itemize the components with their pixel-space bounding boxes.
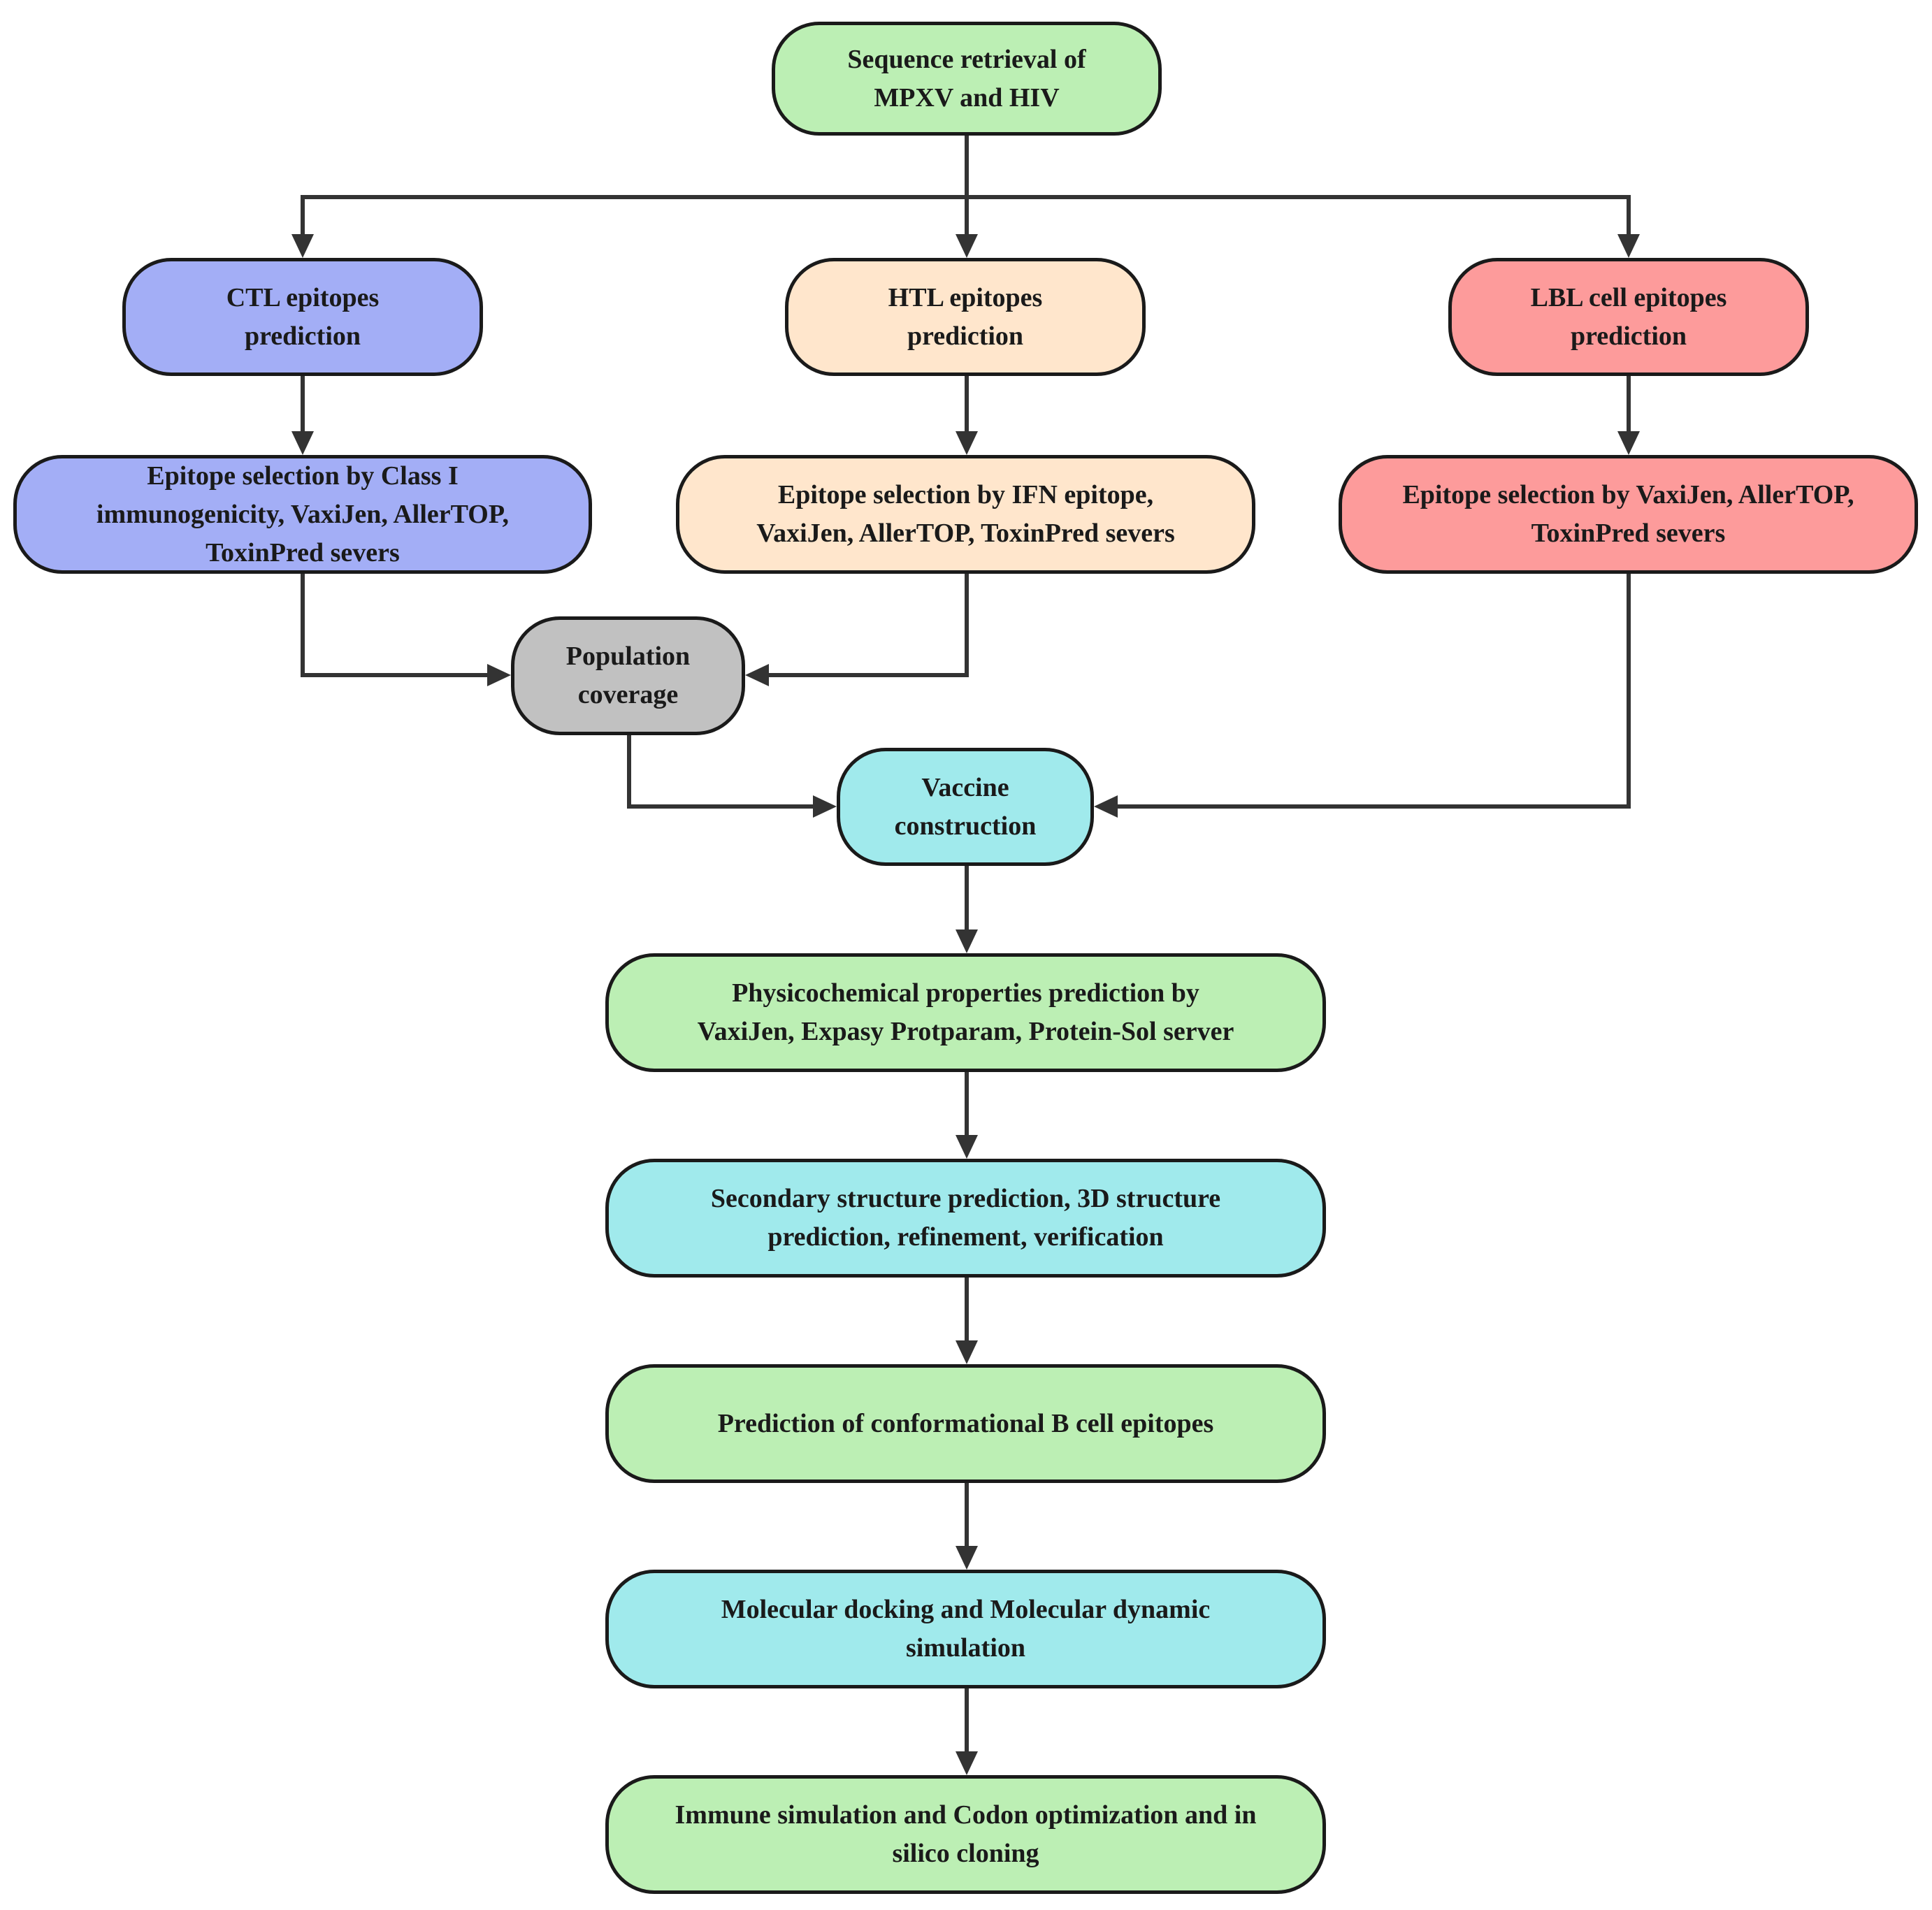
node-molecular-docking: Molecular docking and Molecular dynamic s…: [605, 1570, 1326, 1688]
arrow-structure-prediction-to-b-cell-epitopes: [956, 1278, 978, 1364]
arrowhead-icon: [745, 664, 769, 686]
node-label-line: Population: [565, 642, 691, 671]
node-label-line: CTL epitopes: [226, 282, 380, 312]
arrowhead-icon: [1094, 795, 1118, 818]
node-b-cell-epitopes: Prediction of conformational B cell epit…: [605, 1364, 1326, 1483]
arrow-sequence-retrieval-to-ctl-prediction: [291, 136, 969, 258]
node-ctl-prediction: CTL epitopes prediction: [122, 258, 483, 376]
arrowhead-icon: [956, 1135, 978, 1159]
node-structure-prediction: Secondary structure prediction, 3D struc…: [605, 1159, 1326, 1278]
arrowhead-icon: [956, 431, 978, 455]
arrowhead-icon: [1617, 431, 1640, 455]
arrow-htl-prediction-to-htl-selection: [956, 376, 978, 455]
node-label-line: prediction: [907, 321, 1024, 351]
arrow-docking-to-immune-simulation: [956, 1688, 978, 1775]
connector-line: [301, 574, 487, 677]
arrowhead-icon: [956, 1340, 978, 1364]
arrow-vaccine-construction-to-physicochemical: [956, 866, 978, 953]
arrowhead-icon: [956, 929, 978, 953]
arrow-lbl-prediction-to-lbl-selection: [1617, 376, 1640, 455]
node-sequence-retrieval: Sequence retrieval of MPXV and HIV: [772, 22, 1162, 136]
node-label-line: MPXV and HIV: [874, 82, 1060, 113]
node-label-line: Secondary structure prediction, 3D struc…: [710, 1184, 1221, 1213]
arrowhead-icon: [1617, 234, 1640, 258]
node-label-line: Prediction of conformational B cell epit…: [717, 1408, 1214, 1438]
arrow-htl-selection-to-population-coverage: [745, 574, 969, 686]
node-label-line: ToxinPred severs: [206, 537, 400, 567]
arrowhead-icon: [291, 431, 314, 455]
node-label-line: LBL cell epitopes: [1530, 282, 1727, 312]
arrow-ctl-selection-to-population-coverage: [301, 574, 511, 686]
node-physicochemical-properties: Physicochemical properties prediction by…: [605, 953, 1326, 1072]
arrow-b-cell-epitopes-to-docking: [956, 1483, 978, 1570]
node-htl-selection: Epitope selection by IFN epitope, VaxiJen…: [676, 455, 1255, 574]
node-immune-simulation: Immune simulation and Codon optimization…: [605, 1775, 1326, 1894]
node-label-line: coverage: [577, 680, 679, 709]
node-label-line: Epitope selection by Class I: [147, 461, 459, 491]
connector-line: [769, 574, 969, 677]
node-ctl-selection: Epitope selection by Class I immunogenici…: [13, 455, 592, 574]
arrow-sequence-retrieval-to-lbl-prediction: [965, 136, 1640, 258]
connector-line: [965, 136, 1631, 234]
node-label-line: silico cloning: [892, 1839, 1039, 1868]
arrowhead-icon: [487, 664, 511, 686]
node-label-line: VaxiJen, Expasy Protparam, Protein-Sol s…: [697, 1017, 1234, 1046]
arrow-population-coverage-to-vaccine-construction: [627, 735, 837, 818]
arrowhead-icon: [813, 795, 837, 818]
node-label-line: VaxiJen, AllerTOP, ToxinPred severs: [756, 519, 1175, 548]
node-label-line: Sequence retrieval of: [847, 44, 1086, 74]
node-label-line: simulation: [905, 1633, 1026, 1663]
arrowhead-icon: [291, 234, 314, 258]
node-label-line: prediction: [244, 321, 361, 351]
node-label-line: ToxinPred severs: [1531, 519, 1726, 548]
node-label-line: Epitope selection by VaxiJen, AllerTOP,: [1402, 480, 1854, 509]
node-population-coverage: Population coverage: [511, 616, 745, 735]
node-label-line: prediction: [1570, 321, 1687, 351]
node-label-line: immunogenicity, VaxiJen, AllerTOP,: [96, 499, 510, 529]
node-htl-prediction: HTL epitopes prediction: [785, 258, 1146, 376]
node-lbl-prediction: LBL cell epitopes prediction: [1448, 258, 1809, 376]
connector-line: [627, 735, 813, 809]
node-label-line: Epitope selection by IFN epitope,: [777, 480, 1154, 509]
arrowhead-icon: [956, 1751, 978, 1775]
arrowhead-icon: [956, 234, 978, 258]
node-label-line: prediction, refinement, verification: [767, 1222, 1164, 1252]
arrow-lbl-selection-to-vaccine-construction: [1094, 574, 1631, 818]
node-lbl-selection: Epitope selection by VaxiJen, AllerTOP, T…: [1339, 455, 1918, 574]
node-label-line: construction: [894, 811, 1037, 841]
node-label-line: Vaccine: [921, 772, 1009, 802]
node-label-line: HTL epitopes: [888, 282, 1043, 312]
connector-line: [301, 136, 969, 234]
arrowhead-icon: [956, 1546, 978, 1570]
node-vaccine-construction: Vaccine construction: [837, 748, 1094, 866]
node-label-line: Immune simulation and Codon optimization…: [675, 1800, 1257, 1830]
connector-line: [1118, 574, 1631, 809]
arrow-ctl-prediction-to-ctl-selection: [291, 376, 314, 455]
node-label-line: Physicochemical properties prediction by: [732, 978, 1199, 1008]
node-label-line: Molecular docking and Molecular dynamic: [721, 1595, 1211, 1624]
arrow-physicochemical-to-structure-prediction: [956, 1072, 978, 1159]
